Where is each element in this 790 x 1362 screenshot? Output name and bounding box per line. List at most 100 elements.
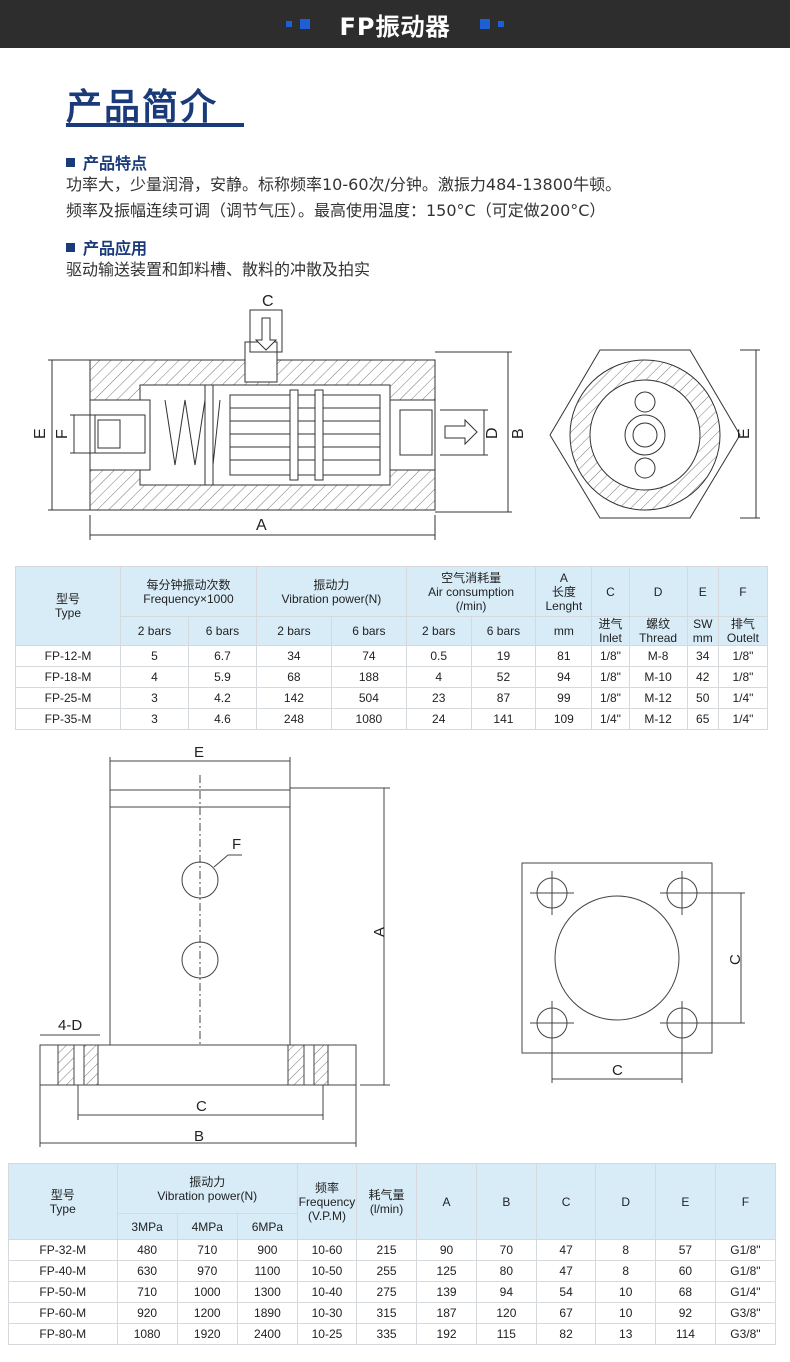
table-cell: M-12: [628, 708, 688, 730]
table-cell: 8: [595, 1239, 657, 1261]
table-cell: 57: [655, 1239, 716, 1261]
banner-square-icon: [285, 21, 292, 27]
table-cell: 315: [355, 1302, 418, 1324]
table-cell: 67: [535, 1302, 597, 1324]
header-vib-2bars: 2 bars: [255, 616, 332, 646]
table-cell: 3: [120, 708, 189, 730]
dim-a-label: A: [256, 517, 267, 534]
table-cell: 90: [416, 1239, 477, 1261]
table-cell: 1/8": [591, 645, 630, 667]
table-cell: 24: [405, 708, 472, 730]
table-cell: 47: [535, 1260, 597, 1282]
table-cell: 1/8": [717, 666, 769, 688]
header-freq-6bars: 6 bars: [187, 616, 257, 646]
table-cell: M-10: [628, 666, 688, 688]
table-cell: 115: [475, 1323, 537, 1345]
table-cell: 1890: [236, 1302, 298, 1324]
table-cell: G3/8": [714, 1302, 777, 1324]
intro-title: 产品简介: [66, 87, 219, 128]
table-cell: 125: [416, 1260, 477, 1282]
table-cell: 74: [330, 645, 407, 667]
dim-e-label: E: [32, 428, 49, 439]
table-cell: 187: [416, 1302, 477, 1324]
table-cell: 87: [470, 687, 537, 709]
table-cell: 10-30: [296, 1302, 357, 1324]
top-banner: FP振动器: [0, 0, 790, 48]
table-cell: FP-60-M: [8, 1302, 118, 1324]
features-heading: 产品特点: [66, 150, 147, 174]
dim-a-label: A: [371, 927, 388, 937]
table-cell: 5: [120, 645, 189, 667]
table-cell: 0.5: [405, 645, 472, 667]
table-cell: 504: [330, 687, 407, 709]
flange-vibrator-drawing: E F A 4-D C B C C: [39, 745, 745, 1147]
application-heading-text: 产品应用: [83, 239, 148, 258]
features-line-2: 频率及振幅连续可调（调节气压）。最高使用温度：150°C（可定做200°C）: [66, 201, 606, 220]
table-cell: FP-35-M: [15, 708, 121, 730]
application-text: 驱动输送装置和卸料槽、散料的冲散及拍实: [66, 260, 371, 279]
table-cell: 139: [416, 1281, 477, 1303]
table-cell: 10: [595, 1281, 657, 1303]
table-cell: 335: [355, 1323, 418, 1345]
table-cell: M-12: [628, 687, 688, 709]
table-cell: 68: [655, 1281, 716, 1303]
header-c: C: [591, 566, 630, 617]
table-cell: 970: [176, 1260, 238, 1282]
table-cell: 65: [686, 708, 719, 730]
header-c: C: [535, 1163, 597, 1240]
table-cell: 1100: [236, 1260, 298, 1282]
features-heading-text: 产品特点: [83, 154, 148, 173]
table-cell: 900: [236, 1239, 298, 1261]
table-cell: 10-40: [296, 1281, 357, 1303]
table-cell: 630: [116, 1260, 178, 1282]
header-vib-6bars: 6 bars: [330, 616, 407, 646]
table-cell: 188: [330, 666, 407, 688]
header-d: D: [595, 1163, 657, 1240]
table-cell: 710: [116, 1281, 178, 1303]
table-cell: 1/8": [717, 645, 769, 667]
table-cell: 5.9: [187, 666, 257, 688]
table-cell: 192: [416, 1323, 477, 1345]
table-cell: 42: [686, 666, 719, 688]
table-cell: 248: [255, 708, 332, 730]
dim-4d-label: 4-D: [58, 1017, 82, 1034]
dim-b-label: B: [194, 1128, 204, 1145]
banner-square-icon: [299, 19, 310, 29]
table-cell: 94: [535, 666, 593, 688]
table-cell: 3: [120, 687, 189, 709]
dim-f-label: F: [232, 836, 241, 853]
table-cell: 10-25: [296, 1323, 357, 1345]
header-air-2bars: 2 bars: [405, 616, 472, 646]
header-a-unit: mm: [535, 616, 593, 646]
header-6mpa: 6MPa: [236, 1213, 298, 1240]
square-bullet-icon: [66, 157, 75, 167]
table-cell: 99: [535, 687, 593, 709]
table-cell: 142: [255, 687, 332, 709]
table-cell: 47: [535, 1239, 597, 1261]
header-e: E: [686, 566, 719, 617]
header-d: D: [628, 566, 688, 617]
header-air-6bars: 6 bars: [470, 616, 537, 646]
table-cell: 1200: [176, 1302, 238, 1324]
dim-c2-label: C: [727, 954, 744, 965]
table-cell: 920: [116, 1302, 178, 1324]
table-cell: 10-60: [296, 1239, 357, 1261]
table-cell: 10: [595, 1302, 657, 1324]
table-cell: M-8: [628, 645, 688, 667]
table-cell: 1/4": [717, 687, 769, 709]
header-3mpa: 3MPa: [116, 1213, 178, 1240]
table-cell: 52: [470, 666, 537, 688]
header-4mpa: 4MPa: [176, 1213, 238, 1240]
dim-e-label: E: [194, 745, 204, 761]
table-cell: 6.7: [187, 645, 257, 667]
header-e: E: [655, 1163, 716, 1240]
table-cell: 710: [176, 1239, 238, 1261]
